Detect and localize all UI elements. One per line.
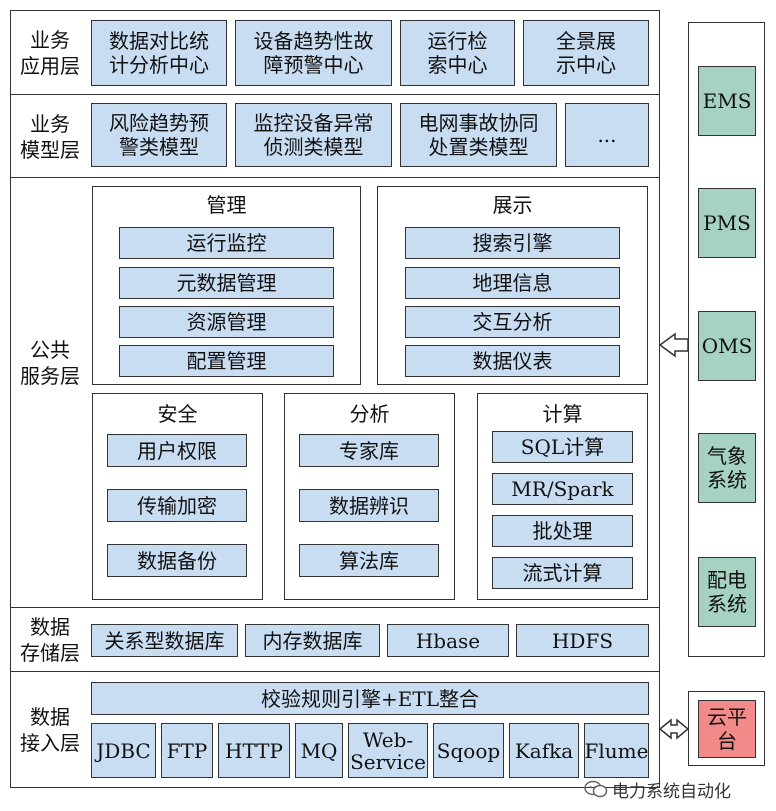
cloud-frame: 云平 台 <box>688 691 765 766</box>
display-panel: 展示 搜索引擎 地理信息 交互分析 数据仪表 <box>377 186 648 385</box>
access-layer: 数据 接入层 校验规则引擎+ETL整合 JDBC FTP HTTP MQ Web… <box>10 672 660 788</box>
algorithm-library-item: 算法库 <box>299 544 439 577</box>
service-layer-label: 公共 服务层 <box>20 338 80 388</box>
stream-compute-item: 流式计算 <box>492 557 633 589</box>
accident-handling-model: 电网事故协同 处置类模型 <box>400 103 557 167</box>
hbase-item: Hbase <box>387 624 509 657</box>
user-permission-item: 用户权限 <box>107 434 247 467</box>
oms-system: OMS <box>698 311 756 381</box>
batch-processing-item: 批处理 <box>492 515 633 547</box>
distribution-system: 配电 系统 <box>698 557 756 627</box>
display-title: 展示 <box>492 193 533 217</box>
risk-warning-model: 风险趋势预 警类模型 <box>91 103 227 167</box>
analysis-panel: 分析 专家库 数据辨识 算法库 <box>284 393 455 600</box>
watermark: 电力系统自动化 <box>584 775 731 803</box>
mq-item: MQ <box>295 723 343 778</box>
search-engine-item: 搜索引擎 <box>405 227 620 259</box>
jdbc-item: JDBC <box>91 723 156 778</box>
fault-warning-center: 设备趋势性故 障预警中心 <box>235 20 392 86</box>
operation-search-center: 运行检 索中心 <box>400 20 515 86</box>
relational-db-item: 关系型数据库 <box>91 624 238 657</box>
management-title: 管理 <box>206 193 247 217</box>
pms-system: PMS <box>698 188 756 258</box>
external-systems-frame: EMS PMS OMS 气象 系统 配电 系统 <box>688 22 765 657</box>
resource-management-item: 资源管理 <box>119 306 334 338</box>
stats-analysis-center: 数据对比统 计分析中心 <box>91 20 227 86</box>
interactive-analysis-item: 交互分析 <box>405 306 620 338</box>
expert-library-item: 专家库 <box>299 434 439 467</box>
model-layer-label: 业务 模型层 <box>20 111 80 162</box>
mr-spark-item: MR/Spark <box>492 473 633 505</box>
computing-panel: 计算 SQL计算 MR/Spark 批处理 流式计算 <box>477 393 648 600</box>
config-management-item: 配置管理 <box>119 345 334 377</box>
double-arrow-icon <box>658 718 690 740</box>
transport-encryption-item: 传输加密 <box>107 489 247 522</box>
data-backup-item: 数据备份 <box>107 544 247 577</box>
security-title: 安全 <box>157 402 198 426</box>
ems-system: EMS <box>698 66 756 136</box>
data-dashboard-item: 数据仪表 <box>405 345 620 377</box>
computing-title: 计算 <box>542 402 583 426</box>
more-models-box: ... <box>565 103 649 167</box>
sqoop-item: Sqoop <box>433 723 504 778</box>
ftp-item: FTP <box>161 723 213 778</box>
etl-banner: 校验规则引擎+ETL整合 <box>91 682 649 715</box>
metadata-management-item: 元数据管理 <box>119 267 334 299</box>
web-service-item: Web- Service <box>348 723 428 778</box>
left-arrow-icon <box>658 332 689 358</box>
service-layer: 公共 服务层 管理 运行监控 元数据管理 资源管理 配置管理 展示 搜索引擎 地… <box>10 178 660 608</box>
hdfs-item: HDFS <box>516 624 649 657</box>
flume-item: Flume <box>584 723 649 778</box>
application-layer: 业务 应用层 数据对比统 计分析中心 设备趋势性故 障预警中心 运行检 索中心 … <box>10 10 660 95</box>
memory-db-item: 内存数据库 <box>245 624 380 657</box>
geo-info-item: 地理信息 <box>405 267 620 299</box>
kafka-item: Kafka <box>509 723 579 778</box>
security-panel: 安全 用户权限 传输加密 数据备份 <box>92 393 263 600</box>
storage-layer-label: 数据 存储层 <box>20 615 80 665</box>
management-panel: 管理 运行监控 元数据管理 资源管理 配置管理 <box>92 186 361 385</box>
access-layer-label: 数据 接入层 <box>20 705 80 755</box>
weather-system: 气象 系统 <box>698 433 756 503</box>
http-item: HTTP <box>218 723 290 778</box>
analysis-title: 分析 <box>349 402 390 426</box>
anomaly-detection-model: 监控设备异常 侦测类模型 <box>235 103 392 167</box>
data-identification-item: 数据辨识 <box>299 489 439 522</box>
watermark-text: 电力系统自动化 <box>612 781 731 802</box>
cloud-platform: 云平 台 <box>698 700 756 758</box>
operation-monitor-item: 运行监控 <box>119 227 334 259</box>
wechat-icon <box>584 780 608 798</box>
model-layer: 业务 模型层 风险趋势预 警类模型 监控设备异常 侦测类模型 电网事故协同 处置… <box>10 95 660 178</box>
application-layer-label: 业务 应用层 <box>20 27 80 78</box>
panorama-display-center: 全景展 示中心 <box>523 20 649 86</box>
storage-layer: 数据 存储层 关系型数据库 内存数据库 Hbase HDFS <box>10 608 660 672</box>
sql-compute-item: SQL计算 <box>492 431 633 463</box>
